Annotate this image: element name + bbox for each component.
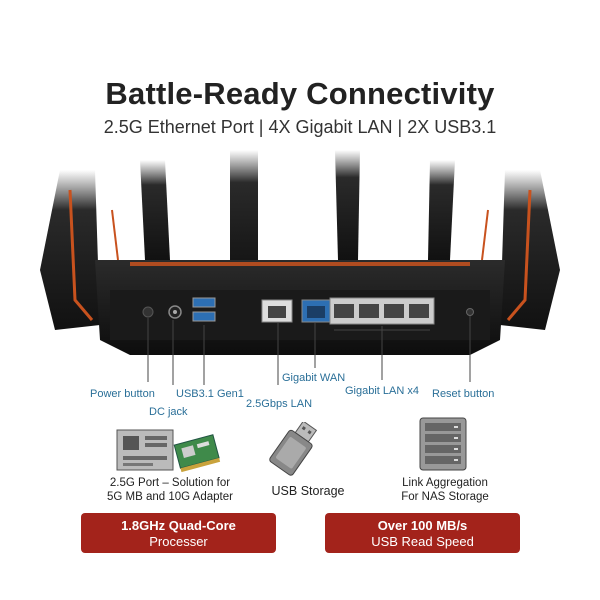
usb-port-2 [192, 311, 216, 322]
antenna-center-right [335, 150, 360, 260]
feature-caption-motherboard: 2.5G Port – Solution for 5G MB and 10G A… [107, 477, 233, 503]
router-image [40, 150, 560, 385]
page-subtitle: 2.5G Ethernet Port | 4X Gigabit LAN | 2X… [103, 117, 497, 137]
dc-jack-label: DC jack [149, 406, 188, 418]
usb-drive-icon [269, 422, 318, 476]
antenna-right-outer [500, 170, 560, 330]
antenna-center [230, 150, 258, 280]
lan4-label: Gigabit LAN x4 [345, 385, 419, 397]
usb-port-1 [192, 297, 216, 308]
antenna-left-inner [140, 160, 170, 260]
antenna-left-outer [40, 170, 100, 330]
power-button-label: Power button [90, 388, 155, 400]
wan-label: Gigabit WAN [282, 372, 346, 384]
feature-caption-nas: Link Aggregation For NAS Storage [401, 477, 489, 503]
antenna-right-inner [428, 160, 455, 260]
reset-button [466, 308, 474, 316]
feature-caption-usb: USB Storage [271, 484, 345, 498]
reset-label: Reset button [432, 388, 495, 400]
usb-label: USB3.1 Gen1 [176, 388, 244, 400]
motherboard-icon [116, 429, 221, 473]
page-title: Battle-Ready Connectivity [105, 76, 495, 111]
nas-icon [419, 417, 467, 471]
badge-usb-speed: Over 100 MB/s USB Read Speed [325, 513, 520, 553]
lan25-label: 2.5Gbps LAN [246, 398, 313, 410]
badge-cpu: 1.8GHz Quad-Core Processer [81, 513, 276, 553]
power-button [142, 306, 154, 318]
